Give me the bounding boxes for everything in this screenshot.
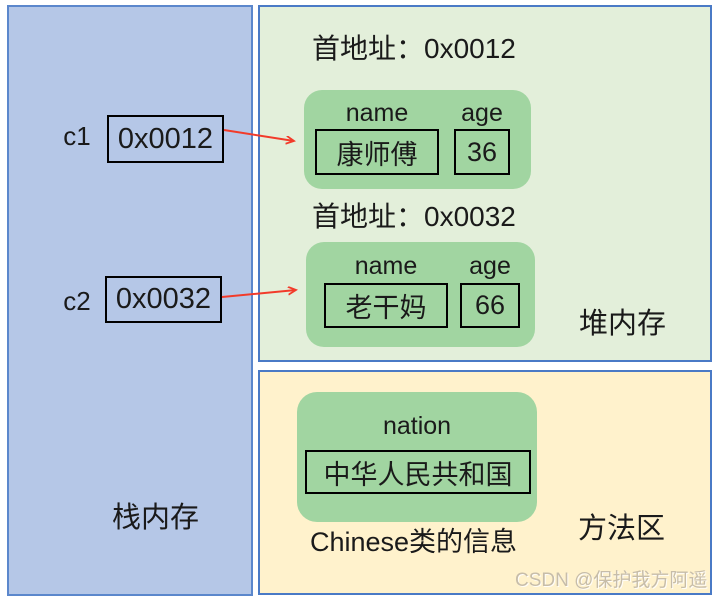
heap-object2-name-value: 老干妈 [345, 293, 427, 323]
heap-object2-age-box: 66 [460, 283, 520, 328]
heap-object1-address-title: 首地址：0x0012 [312, 33, 516, 64]
heap-object2: name age 老干妈 66 [306, 242, 535, 347]
heap-object1-age-header: age [461, 99, 503, 127]
stack-var-c1-value-box: 0x0012 [107, 115, 224, 163]
heap-object1-name-box: 康师傅 [315, 129, 439, 175]
stack-var-c2-value: 0x0032 [115, 283, 212, 315]
watermark: CSDN @保护我方阿遥 [515, 570, 708, 591]
class-field-nation-box: 中华人民共和国 [305, 450, 531, 494]
stack-var-c1-label: c1 [63, 121, 91, 151]
method-area-panel: nation 中华人民共和国 Chinese类的信息 方法区 CSDN @保护我… [258, 370, 712, 595]
class-field-nation-value: 中华人民共和国 [323, 459, 513, 490]
heap-object1-age-box: 36 [454, 129, 510, 175]
stack-memory-panel: c1 0x0012 c2 0x0032 栈内存 [7, 5, 253, 596]
heap-object2-name-header: name [354, 252, 418, 280]
stack-memory-label: 栈内存 [112, 502, 200, 534]
stack-var-c1-value: 0x0012 [117, 122, 214, 155]
heap-memory-panel: 首地址：0x0012 name age 康师傅 36 首地址：0x0032 na… [258, 5, 712, 362]
heap-object2-address-title: 首地址：0x0032 [312, 201, 516, 232]
heap-object1: name age 康师傅 36 [304, 90, 531, 189]
heap-object1-age-value: 36 [466, 136, 498, 167]
heap-object2-name-box: 老干妈 [324, 283, 448, 328]
heap-object1-name-value: 康师傅 [336, 139, 418, 170]
heap-object2-age-value: 66 [474, 290, 506, 320]
stack-var-c2-value-box: 0x0032 [105, 276, 222, 323]
method-area-class-block: nation 中华人民共和国 [297, 392, 537, 522]
method-area-label: 方法区 [578, 513, 666, 545]
heap-object1-name-header: name [345, 99, 409, 127]
heap-memory-label: 堆内存 [579, 308, 667, 340]
class-field-nation-header: nation [382, 412, 452, 440]
heap-object2-age-header: age [469, 252, 511, 280]
class-info-caption: Chinese类的信息 [310, 527, 518, 557]
stack-var-c2-label: c2 [63, 286, 91, 316]
